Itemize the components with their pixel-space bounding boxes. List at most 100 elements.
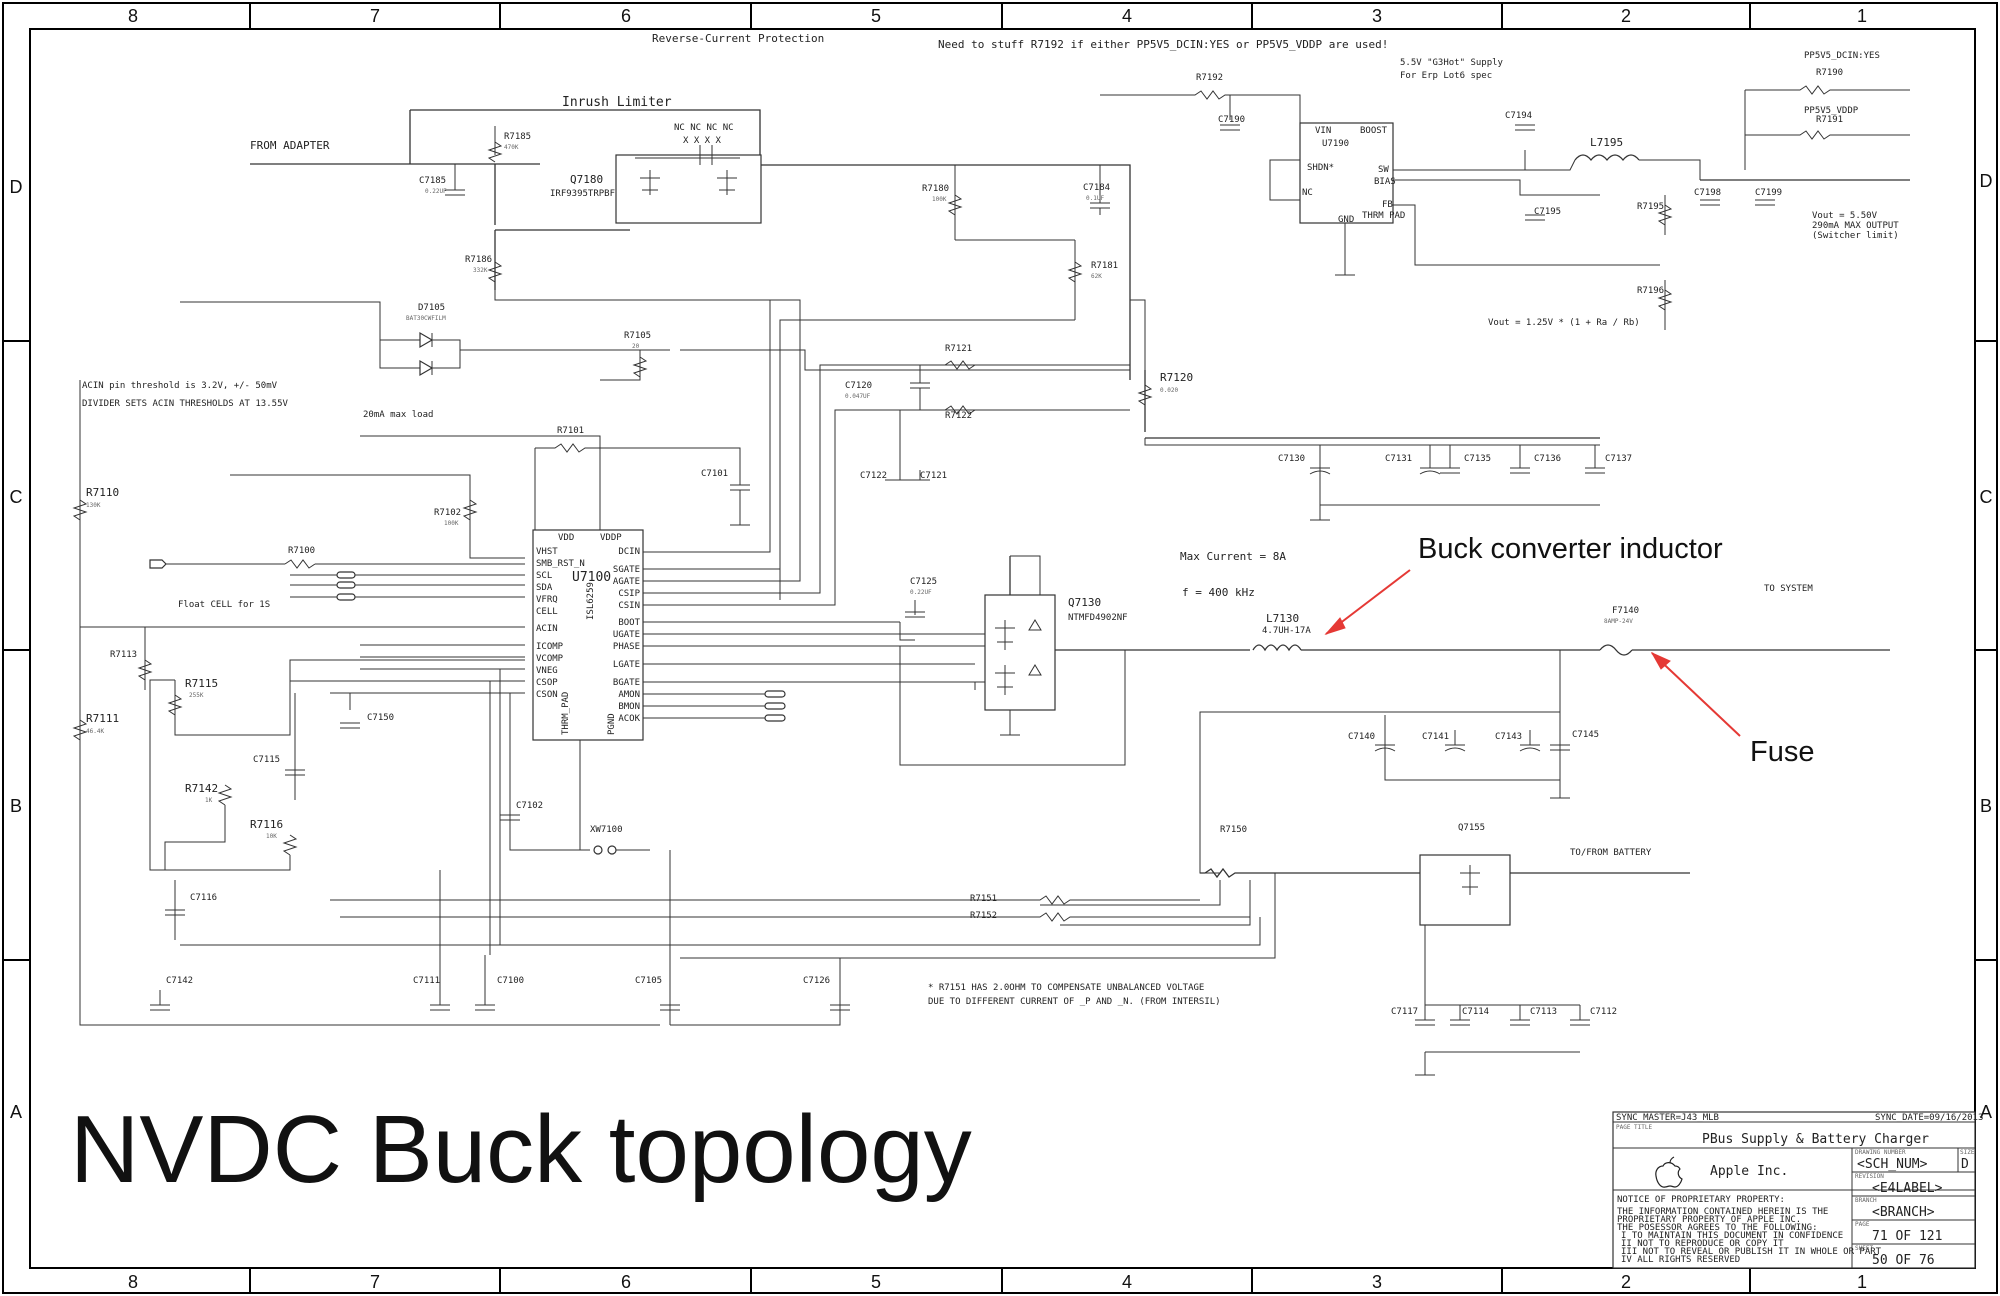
c7102-ref: C7102 [516, 801, 543, 811]
c7120-ref: C7120 [845, 381, 872, 391]
zone-label: A [10, 1102, 22, 1122]
zone-label: 4 [1122, 6, 1132, 26]
r7151-note-2: DUE TO DIFFERENT CURRENT OF _P AND _N. (… [928, 997, 1221, 1007]
r7115-ref: R7115 [185, 677, 218, 690]
annotation-inductor: Buck converter inductor [1324, 533, 1723, 636]
r7111-ref: R7111 [86, 712, 119, 725]
u7100-pin: UGATE [613, 630, 640, 640]
output-rail: L7130 4.7UH-17A F7140 8AMP-24V TO SYSTEM [1110, 584, 1890, 870]
r7185-ref: R7185 [504, 132, 531, 142]
zone-label: 2 [1621, 6, 1631, 26]
c7184-ref: C7184 [1083, 183, 1110, 193]
r7142-ref: R7142 [185, 782, 218, 795]
u7190-ref: U7190 [1322, 139, 1349, 149]
vout-5v5-label: Vout = 5.50V [1812, 211, 1878, 221]
r7105-ref: R7105 [624, 331, 651, 341]
u7190-pin: FB [1382, 200, 1393, 210]
c7122-ref: C7122 [860, 471, 887, 481]
c7121-ref: C7121 [920, 471, 947, 481]
freq-note: f = 400 kHz [1182, 586, 1255, 599]
notice-line: II NOT TO REPRODUCE OR COPY IT [1621, 1239, 1784, 1249]
c7126-ref: C7126 [803, 976, 830, 986]
drawing-number: <SCH_NUM> [1857, 1157, 1928, 1172]
r7115-val: 255K [189, 692, 204, 699]
l7130-ref: L7130 [1266, 612, 1299, 625]
r7100-ref: R7100 [288, 546, 315, 556]
nc-marks: NC NC NC NC [674, 123, 734, 133]
zone-label: 6 [621, 1272, 631, 1292]
notice-line: I TO MAINTAIN THIS DOCUMENT IN CONFIDENC… [1621, 1231, 1843, 1241]
c7185-val: 0.22UF [425, 188, 447, 195]
f7140-val: 8AMP-24V [1604, 618, 1633, 625]
u7190-pin: BIAS [1374, 177, 1396, 187]
u7100-pin: PHASE [613, 642, 640, 652]
u7100-pin: AGATE [613, 577, 640, 587]
zone-label: B [1980, 796, 1992, 816]
u7100-pin: VCOMP [536, 654, 564, 664]
d7105-ref: D7105 [418, 303, 445, 313]
branch-label: BRANCH [1855, 1197, 1877, 1204]
u7190-pin: SHDN* [1307, 163, 1334, 173]
zone-label: D [1980, 171, 1993, 191]
inrush-limiter: NC NC NC NC X X X X Q7180 IRF9395TRPBF R… [250, 109, 801, 460]
u7190-body [1299, 122, 1394, 224]
u7100-pin-vddp: VDDP [600, 533, 622, 543]
u7100-pin-pgnd: PGND [607, 713, 617, 735]
c7143-ref: C7143 [1495, 732, 1522, 742]
acin-note-2: DIVIDER SETS ACIN THRESHOLDS AT 13.55V [82, 399, 288, 409]
zone-labels-side: D C B A D C B A [10, 171, 1993, 1122]
l7130-val: 4.7UH-17A [1262, 626, 1311, 636]
r7185-val: 470K [504, 144, 519, 151]
q7130-body [984, 594, 1056, 711]
l7195-coil [1574, 154, 1640, 162]
xw7100-ref: XW7100 [590, 825, 623, 835]
r7186-val: 332K [473, 267, 488, 274]
c7100-ref: C7100 [497, 976, 524, 986]
r7120-val: 0.020 [1160, 387, 1178, 394]
u7100-pin: BMON [618, 702, 640, 712]
fuse-annotation-label: Fuse [1750, 736, 1814, 768]
notice-line: THE POSESSOR AGREES TO THE FOLLOWING: [1617, 1223, 1817, 1233]
battery-path: R7150 Q7155 TO/FROM BATTERY [1040, 823, 1690, 1053]
notice-line: III NOT TO REVEAL OR PUBLISH IT IN WHOLE… [1621, 1247, 1882, 1257]
l7195-ref: L7195 [1590, 136, 1623, 149]
c7114-ref: C7114 [1462, 1007, 1489, 1017]
company-name: Apple Inc. [1710, 1164, 1788, 1179]
smb-reset: R7100 R7102 100K [149, 435, 601, 601]
d7105-part: BAT30CWFILM [406, 315, 446, 322]
zone-label: 7 [370, 6, 380, 26]
u7190-pin: THRM PAD [1362, 211, 1405, 221]
branch-value: <BRANCH> [1872, 1205, 1935, 1220]
size-value: D [1961, 1157, 1969, 1172]
r7181-ref: R7181 [1091, 261, 1118, 271]
f7140-ref: F7140 [1612, 606, 1639, 616]
u7100-pin: SGATE [613, 565, 640, 575]
input-current-sense: R7121 R7122 C7120 0.047UF R7120 0.020 C7… [820, 299, 1600, 481]
r7110-val: 130K [86, 502, 101, 509]
u7100-pin: CSOP [536, 678, 558, 688]
r7181-val: 62K [1091, 273, 1102, 280]
r7113-ref: R7113 [110, 650, 137, 660]
annotation-fuse: Fuse [1650, 651, 1814, 768]
page-title: PBus Supply & Battery Charger [1702, 1132, 1929, 1147]
u7100-pin: SCL [536, 571, 552, 581]
sync-date: SYNC_DATE=09/16/2013 [1875, 1113, 1983, 1123]
vdd-filter: R7101 C7101 [534, 426, 750, 530]
to-battery-label: TO/FROM BATTERY [1570, 848, 1652, 858]
u7100-pin: ACOK [618, 714, 640, 724]
r7105-val: 20 [632, 343, 640, 350]
pp5v5-vddp-label: PP5V5_VDDP [1804, 106, 1859, 116]
q7130-ref: Q7130 [1068, 596, 1101, 609]
r7192-ref: R7192 [1196, 73, 1223, 83]
c7199-ref: C7199 [1755, 188, 1782, 198]
u7100-pin: VFRQ [536, 595, 558, 605]
r7195-ref: R7195 [1637, 202, 1664, 212]
c7185-ref: C7185 [419, 176, 446, 186]
bottom-caps: C7142 C7111 C7100 C7105 C7126 [150, 850, 850, 1026]
page-label: PAGE [1855, 1221, 1870, 1228]
u7100-pin-thrm: THRM_PAD [561, 692, 571, 735]
acin-note-1: ACIN pin threshold is 3.2V, +/- 50mV [82, 381, 278, 391]
c7117-ref: C7117 [1391, 1007, 1418, 1017]
